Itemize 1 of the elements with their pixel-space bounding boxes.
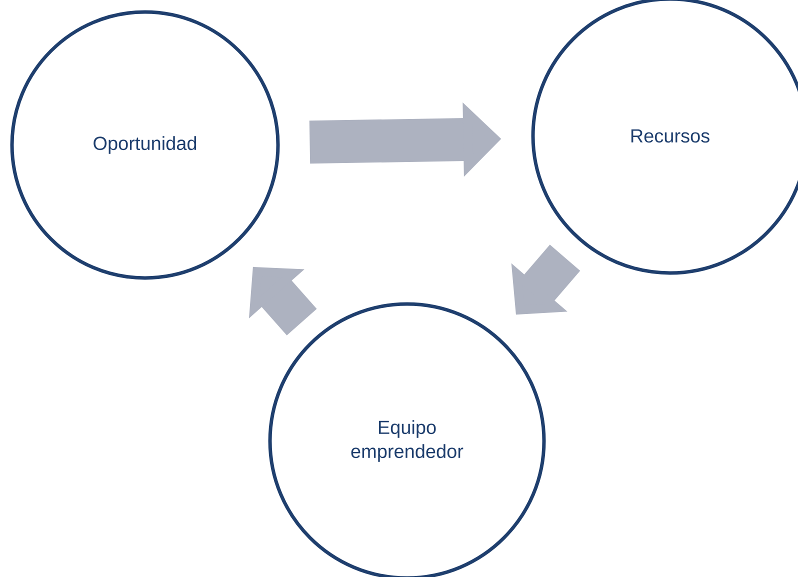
circle-node: Oportunidad xyxy=(10,10,280,280)
